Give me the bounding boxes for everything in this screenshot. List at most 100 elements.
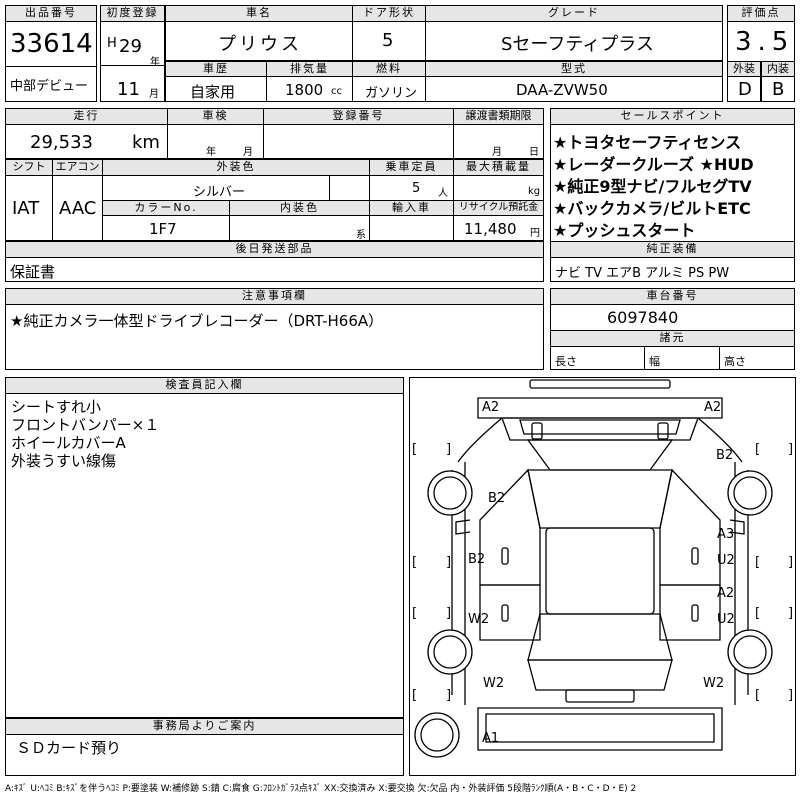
interior-color-cell: 系 bbox=[229, 215, 370, 241]
shift-cell: IAT bbox=[5, 175, 53, 241]
load-label: 最大積載量 bbox=[453, 159, 544, 176]
later-parts-label: 後日発送部品 bbox=[5, 241, 544, 258]
equipment-cell: ナビ TV エアB アルミ PS PW bbox=[550, 257, 795, 282]
exterior-label: 外装 bbox=[727, 61, 761, 77]
transfer-cell: 月 日 bbox=[453, 124, 544, 159]
bracket: ] bbox=[788, 606, 794, 621]
era-letter: H bbox=[107, 36, 117, 51]
debut-label: 中部デビュー bbox=[10, 79, 89, 94]
plate-label: 登録番号 bbox=[263, 108, 454, 125]
interior-label: 内装 bbox=[761, 61, 795, 77]
model-label: 型式 bbox=[425, 61, 723, 77]
length-cell: 長さ bbox=[550, 346, 645, 370]
inspector-line: 外装うすい線傷 bbox=[11, 452, 117, 470]
year-unit: 年 bbox=[150, 57, 160, 68]
ac-cell: AAC bbox=[52, 175, 103, 241]
bracket: ] bbox=[446, 555, 452, 570]
displacement: 1800 bbox=[285, 81, 324, 99]
bracket: [ bbox=[412, 606, 418, 621]
recycle-amount: 11,480 bbox=[464, 220, 517, 238]
transfer-label: 譲渡書類期限 bbox=[453, 108, 544, 125]
damage-mark: B2 bbox=[488, 491, 506, 506]
equipment: ナビ TV エアB アルミ PS PW bbox=[555, 266, 730, 281]
color-no-cell: 1F7 bbox=[102, 215, 230, 241]
plate-cell bbox=[263, 124, 454, 159]
color-no-label: カラーNo. bbox=[102, 200, 230, 216]
office-label: 事務局よりご案内 bbox=[5, 718, 404, 735]
grade-cell: Sセーフティプラス bbox=[425, 21, 723, 61]
sales-point: ★純正9型ナビ/フルセグTV bbox=[553, 177, 752, 196]
reg-cell: H 29 年 bbox=[100, 21, 165, 68]
damage-mark: A2 bbox=[717, 586, 735, 601]
legend: A:ｷｽﾞ U:ﾍｺﾐ B:ｷｽﾞを伴うﾍｺﾐ P:要塗装 W:補修跡 S:錆 … bbox=[5, 784, 637, 794]
bracket: [ bbox=[412, 442, 418, 457]
bracket: ] bbox=[788, 442, 794, 457]
interior-cell: B bbox=[761, 76, 795, 102]
bracket: [ bbox=[755, 688, 761, 703]
mileage-label: 走行 bbox=[5, 108, 168, 125]
ac-label: エアコン bbox=[52, 159, 103, 176]
damage-mark: B2 bbox=[468, 552, 486, 567]
inspection-month-unit: 月 bbox=[243, 147, 253, 158]
mileage-cell: 29,533 km bbox=[5, 124, 168, 159]
later-parts: 保証書 bbox=[10, 263, 56, 281]
reg-month-cell: 11 月 bbox=[100, 65, 165, 102]
color: シルバー bbox=[193, 185, 246, 200]
height-label: 高さ bbox=[724, 355, 746, 368]
spec-label: 諸元 bbox=[550, 330, 795, 347]
exterior-grade: D bbox=[738, 79, 752, 100]
chassis-number: 6097840 bbox=[607, 308, 679, 327]
score-cell: 3.5 bbox=[727, 21, 795, 62]
bracket: ] bbox=[788, 688, 794, 703]
inspector-line: ホイールカバーA bbox=[11, 434, 126, 452]
kg-unit: kg bbox=[528, 186, 541, 197]
capacity: 5 bbox=[412, 181, 421, 196]
roof bbox=[545, 527, 655, 615]
damage-mark: B2 bbox=[716, 448, 734, 463]
yen-unit: 円 bbox=[530, 228, 540, 239]
ac: AAC bbox=[59, 198, 97, 219]
load-cell: kg bbox=[453, 175, 544, 201]
damage-mark: W2 bbox=[703, 676, 725, 691]
debut-cell: 中部デビュー bbox=[5, 66, 97, 102]
month-unit: 月 bbox=[149, 89, 159, 100]
sales-point: ★バックカメラ/ビルトETC bbox=[553, 199, 751, 218]
score-label: 評価点 bbox=[727, 5, 795, 22]
bracket: [ bbox=[755, 555, 761, 570]
office-cell: ＳＤカード預り bbox=[5, 734, 404, 776]
damage-mark: A3 bbox=[717, 527, 735, 542]
height-cell: 高さ bbox=[719, 346, 795, 370]
bracket: ] bbox=[446, 442, 452, 457]
chassis-cell: 6097840 bbox=[550, 304, 795, 331]
inspection-cell: 年 月 bbox=[167, 124, 264, 159]
history: 自家用 bbox=[190, 83, 236, 101]
bracket: [ bbox=[755, 442, 761, 457]
transfer-month-unit: 月 bbox=[492, 147, 502, 158]
damage-mark: A2 bbox=[482, 400, 500, 415]
reg-year: 29 bbox=[119, 36, 142, 57]
capacity-label: 乗車定員 bbox=[369, 159, 454, 176]
damage-mark: U2 bbox=[717, 553, 735, 568]
car-diagram-svg bbox=[414, 379, 773, 758]
damage-mark: A1 bbox=[482, 731, 500, 746]
damage-mark: W2 bbox=[468, 612, 490, 627]
fuel-cell: ガソリン bbox=[352, 76, 426, 102]
interior-grade: B bbox=[772, 79, 785, 100]
damage-mark: W2 bbox=[483, 676, 505, 691]
fuel-label: 燃料 bbox=[352, 61, 426, 77]
front-bumper bbox=[477, 397, 723, 419]
inspector-label: 検査員記入欄 bbox=[5, 377, 404, 394]
cc-unit: cc bbox=[331, 86, 342, 97]
km-unit: km bbox=[132, 132, 160, 153]
model-cell: DAA-ZVW50 bbox=[425, 76, 723, 102]
inspector-line: シートすれ小 bbox=[11, 398, 102, 416]
car-name: プリウス bbox=[218, 34, 302, 55]
inspector-cell: シートすれ小 フロントバンパー×１ ホイールカバーA 外装うすい線傷 bbox=[5, 393, 404, 718]
shift: IAT bbox=[12, 198, 40, 219]
bracket: [ bbox=[412, 555, 418, 570]
lot-label: 出品番号 bbox=[5, 5, 97, 22]
bracket: [ bbox=[755, 606, 761, 621]
damage-mark: U2 bbox=[717, 612, 735, 627]
inspector-line: フロントバンパー×１ bbox=[11, 416, 160, 434]
interior-color-label: 内装色 bbox=[229, 200, 370, 216]
